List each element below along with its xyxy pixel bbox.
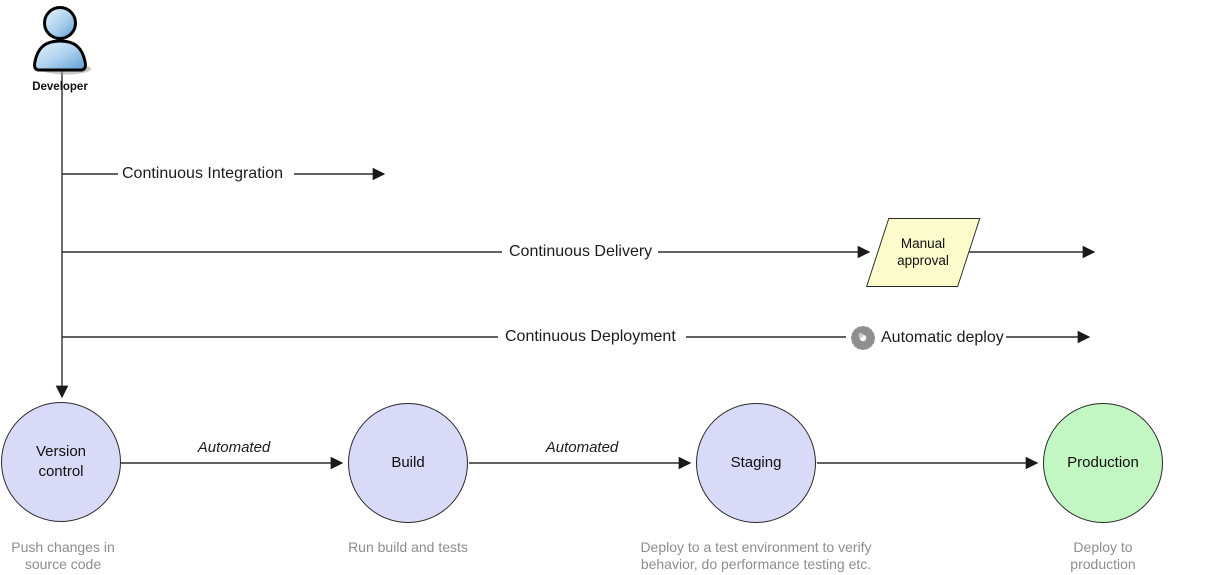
developer-icon — [33, 6, 91, 75]
stage-production: Production — [1043, 403, 1163, 523]
caption-staging: Deploy to a test environment to verify b… — [640, 539, 872, 572]
automatic-deploy-label: Automatic deploy — [881, 329, 1004, 346]
automated-edge-label-1: Automated — [197, 439, 271, 456]
stage-version-control: Version control — [1, 402, 121, 522]
caption-version-control: Push changes in source code — [11, 539, 115, 572]
developer-label: Developer — [32, 81, 88, 93]
continuous-delivery-label: Continuous Delivery — [509, 243, 653, 260]
continuous-integration-label: Continuous Integration — [122, 165, 283, 182]
caption-production: Deploy to production environment for end… — [1064, 539, 1141, 575]
caption-build: Run build and tests — [348, 539, 468, 555]
automated-edge-label-2: Automated — [545, 439, 619, 456]
stage-staging: Staging — [696, 403, 816, 523]
manual-approval-label: Manual approval — [897, 235, 950, 268]
manual-approval-step: Manual approval — [866, 218, 981, 287]
stage-build: Build — [348, 403, 468, 523]
gear-icon — [851, 326, 875, 350]
continuous-deployment-label: Continuous Deployment — [505, 328, 676, 345]
